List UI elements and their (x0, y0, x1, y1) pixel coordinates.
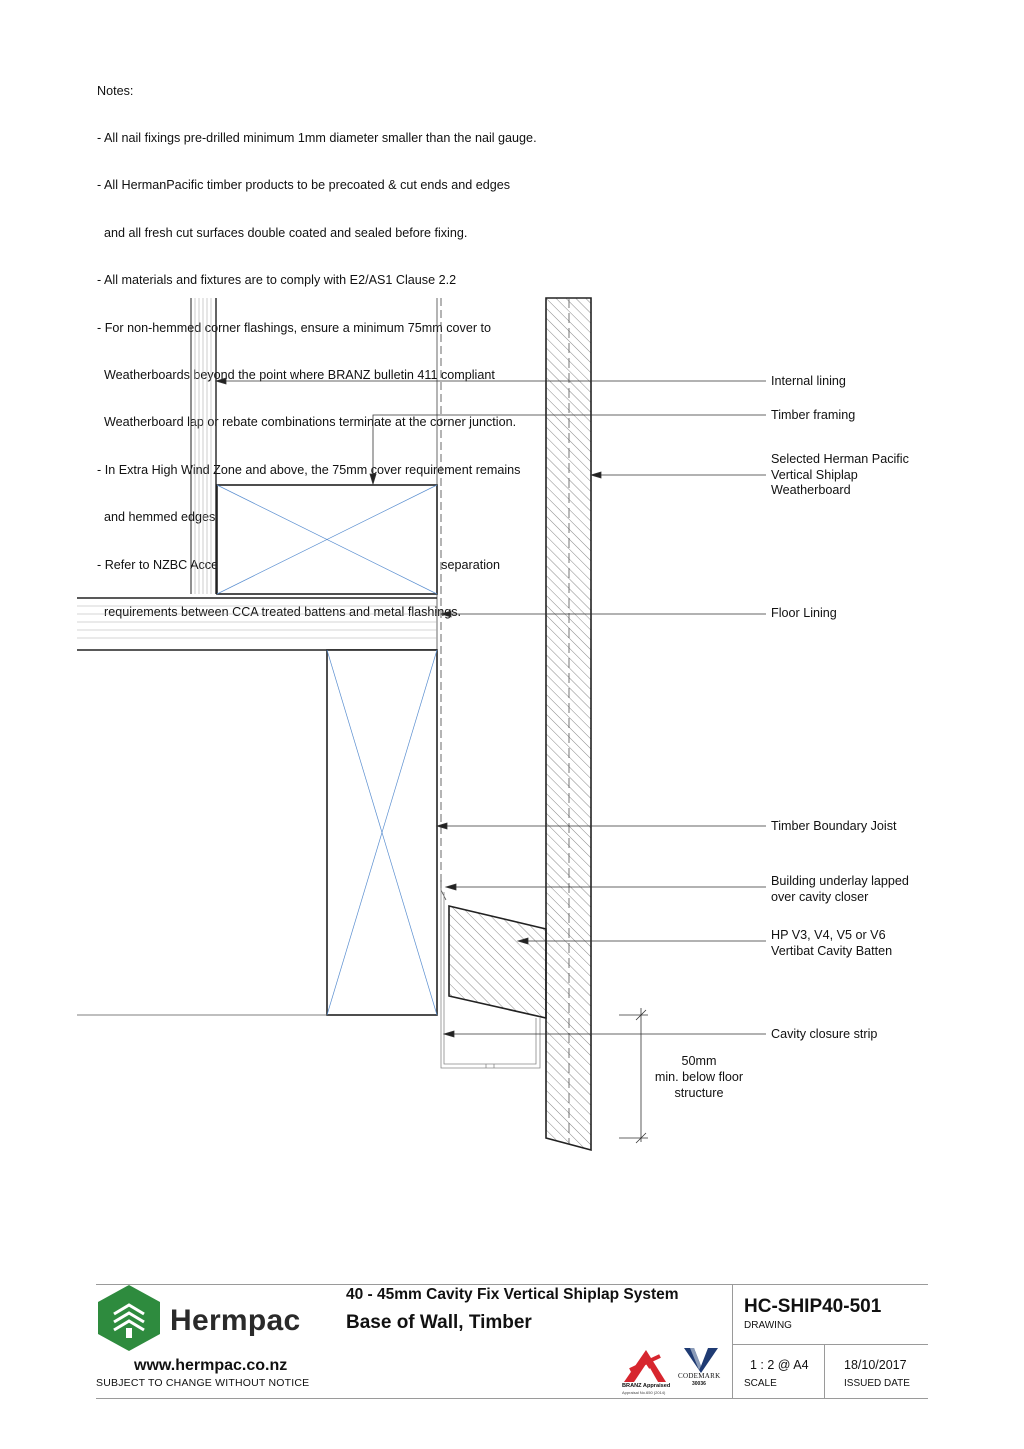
note-line: and all fresh cut surfaces double coated… (97, 225, 468, 240)
dimension-text: 50mm min. below floor structure (654, 1054, 744, 1100)
scale-caption: SCALE (744, 1378, 777, 1389)
website-link[interactable]: www.hermpac.co.nz (134, 1357, 288, 1374)
label-boundary-joist: Timber Boundary Joist (771, 819, 897, 833)
codemark-text: CODEMARK (678, 1372, 721, 1380)
label-internal-lining: Internal lining (771, 374, 846, 388)
drawing-title: Base of Wall, Timber (346, 1312, 532, 1333)
brand-name: Hermpac (170, 1304, 301, 1337)
timber-framing-shape (216, 484, 438, 595)
notes-heading: Notes: (97, 83, 134, 98)
label-cavity-batten: HP V3, V4, V5 or V6 Vertibat Cavity Batt… (771, 928, 893, 958)
label-closure-strip: Cavity closure strip (771, 1027, 878, 1041)
note-line: requirements between CCA treated battens… (97, 604, 462, 619)
branz-appraised-icon (624, 1350, 666, 1382)
codemark-number: 30036 (692, 1381, 706, 1387)
drawing-number: HC-SHIP40-501 (744, 1296, 882, 1317)
label-timber-framing: Timber framing (771, 408, 856, 422)
note-line: Weatherboard lap or rebate combinations … (97, 415, 517, 430)
issued-date-caption: ISSUED DATE (844, 1378, 910, 1389)
cavity-closure-strip-shape (440, 888, 541, 1069)
issued-date-value: 18/10/2017 (844, 1358, 907, 1372)
boundary-joist-shape (77, 649, 438, 1016)
title-block: Hermpac www.hermpac.co.nz SUBJECT TO CHA… (96, 1284, 928, 1399)
internal-lining-shape (190, 298, 217, 594)
underlay-lap (440, 880, 447, 901)
cavity-batten-shape (448, 904, 547, 1020)
note-line: - For non-hemmed corner flashings, ensur… (97, 320, 492, 335)
note-line: Weatherboards beyond the point where BRA… (97, 367, 495, 382)
label-underlay: Building underlay lapped over cavity clo… (771, 874, 909, 904)
floor-lining-shape (77, 597, 437, 651)
dimension-50mm (619, 1008, 648, 1144)
codemark-icon (684, 1348, 718, 1373)
leader-lines (214, 377, 766, 1038)
project-title: 40 - 45mm Cavity Fix Vertical Shiplap Sy… (346, 1286, 679, 1303)
label-floor-lining: Floor Lining (771, 606, 837, 620)
drawing-caption: DRAWING (744, 1320, 792, 1331)
label-weatherboard: Selected Herman Pacific Vertical Shiplap… (771, 452, 909, 497)
weatherboard-shape (545, 297, 592, 1152)
branz-subtext: Appraisal No.650 (2014) (622, 1390, 666, 1395)
note-line: - All nail fixings pre-drilled minimum 1… (97, 130, 537, 145)
scale-value: 1 : 2 @ A4 (750, 1358, 809, 1372)
disclaimer-text: SUBJECT TO CHANGE WITHOUT NOTICE (96, 1377, 310, 1389)
note-line: - In Extra High Wind Zone and above, the… (97, 462, 521, 477)
branz-text: BRANZ Appraised (622, 1383, 671, 1389)
note-line: - All HermanPacific timber products to b… (97, 178, 511, 193)
note-line: - All materials and fixtures are to comp… (97, 273, 457, 288)
hermpac-logo-icon (98, 1285, 160, 1351)
